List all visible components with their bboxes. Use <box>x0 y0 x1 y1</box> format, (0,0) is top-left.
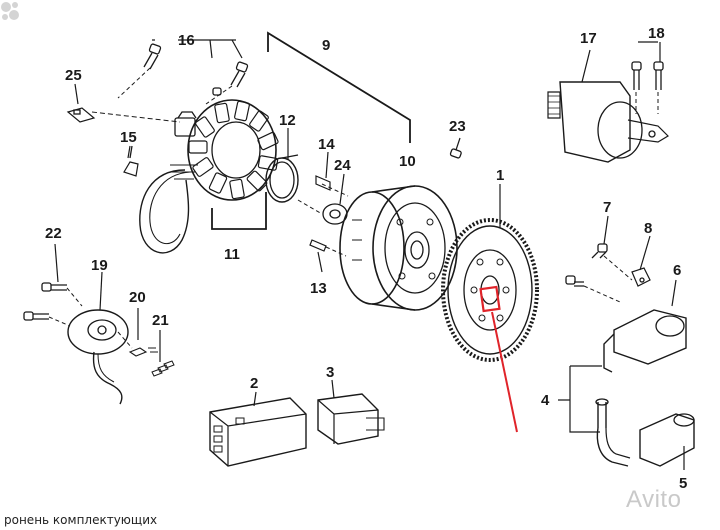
callout-18: 18 <box>648 25 665 42</box>
callout-16: 16 <box>178 32 195 49</box>
callout-23: 23 <box>449 118 466 135</box>
ignition-module-part <box>317 393 385 445</box>
callout-24: 24 <box>334 157 351 174</box>
callout-13: 13 <box>310 280 327 297</box>
callout-2: 2 <box>250 375 258 392</box>
harness-bracket-part <box>123 145 139 177</box>
callout-12: 12 <box>279 112 296 129</box>
callout-15: 15 <box>120 129 137 146</box>
woodruff-key-part <box>309 239 347 257</box>
sensor-small-parts <box>117 331 175 377</box>
callout-5: 5 <box>679 475 687 492</box>
callout-4: 4 <box>541 392 550 409</box>
callout-6: 6 <box>673 262 681 279</box>
callout-7: 7 <box>603 199 611 216</box>
callout-20: 20 <box>129 289 146 306</box>
callout-17: 17 <box>580 30 597 47</box>
regulator-bracket-part <box>565 243 687 373</box>
callout-14: 14 <box>318 136 335 153</box>
callout-25: 25 <box>65 67 82 84</box>
callout-9: 9 <box>322 37 330 54</box>
wire-clip-part <box>66 107 181 123</box>
starter-motor-part <box>547 81 669 163</box>
flywheel-rotor-part <box>339 185 458 311</box>
starter-screws <box>631 61 664 114</box>
footer-caption: ронень комплектующих <box>4 513 158 527</box>
spark-plug-cap-part <box>595 398 695 467</box>
callout-11: 11 <box>224 246 240 263</box>
assembly-brackets <box>211 31 411 230</box>
callout-21: 21 <box>152 312 169 329</box>
callout-1: 1 <box>496 167 504 184</box>
callout-22: 22 <box>45 225 62 242</box>
starter-gear-part <box>441 218 539 433</box>
gasket-ring-part <box>265 154 299 203</box>
callout-3: 3 <box>326 364 334 381</box>
callout-leaders <box>54 39 685 470</box>
pickup-sensor-part <box>67 309 129 405</box>
watermark-text: Avito <box>626 486 682 513</box>
callout-labels: 1 2 3 4 5 6 7 8 9 10 11 12 13 14 15 16 1… <box>45 25 687 492</box>
callout-10: 10 <box>399 153 416 170</box>
stator-coil-assembly <box>139 99 279 254</box>
stator-screws <box>117 43 249 105</box>
callout-19: 19 <box>91 257 108 274</box>
callout-8: 8 <box>644 220 652 237</box>
sensor-screws <box>23 282 83 327</box>
avito-logo-icon <box>1 2 19 20</box>
small-pin-part <box>449 148 462 159</box>
relay-module-part <box>209 397 307 467</box>
